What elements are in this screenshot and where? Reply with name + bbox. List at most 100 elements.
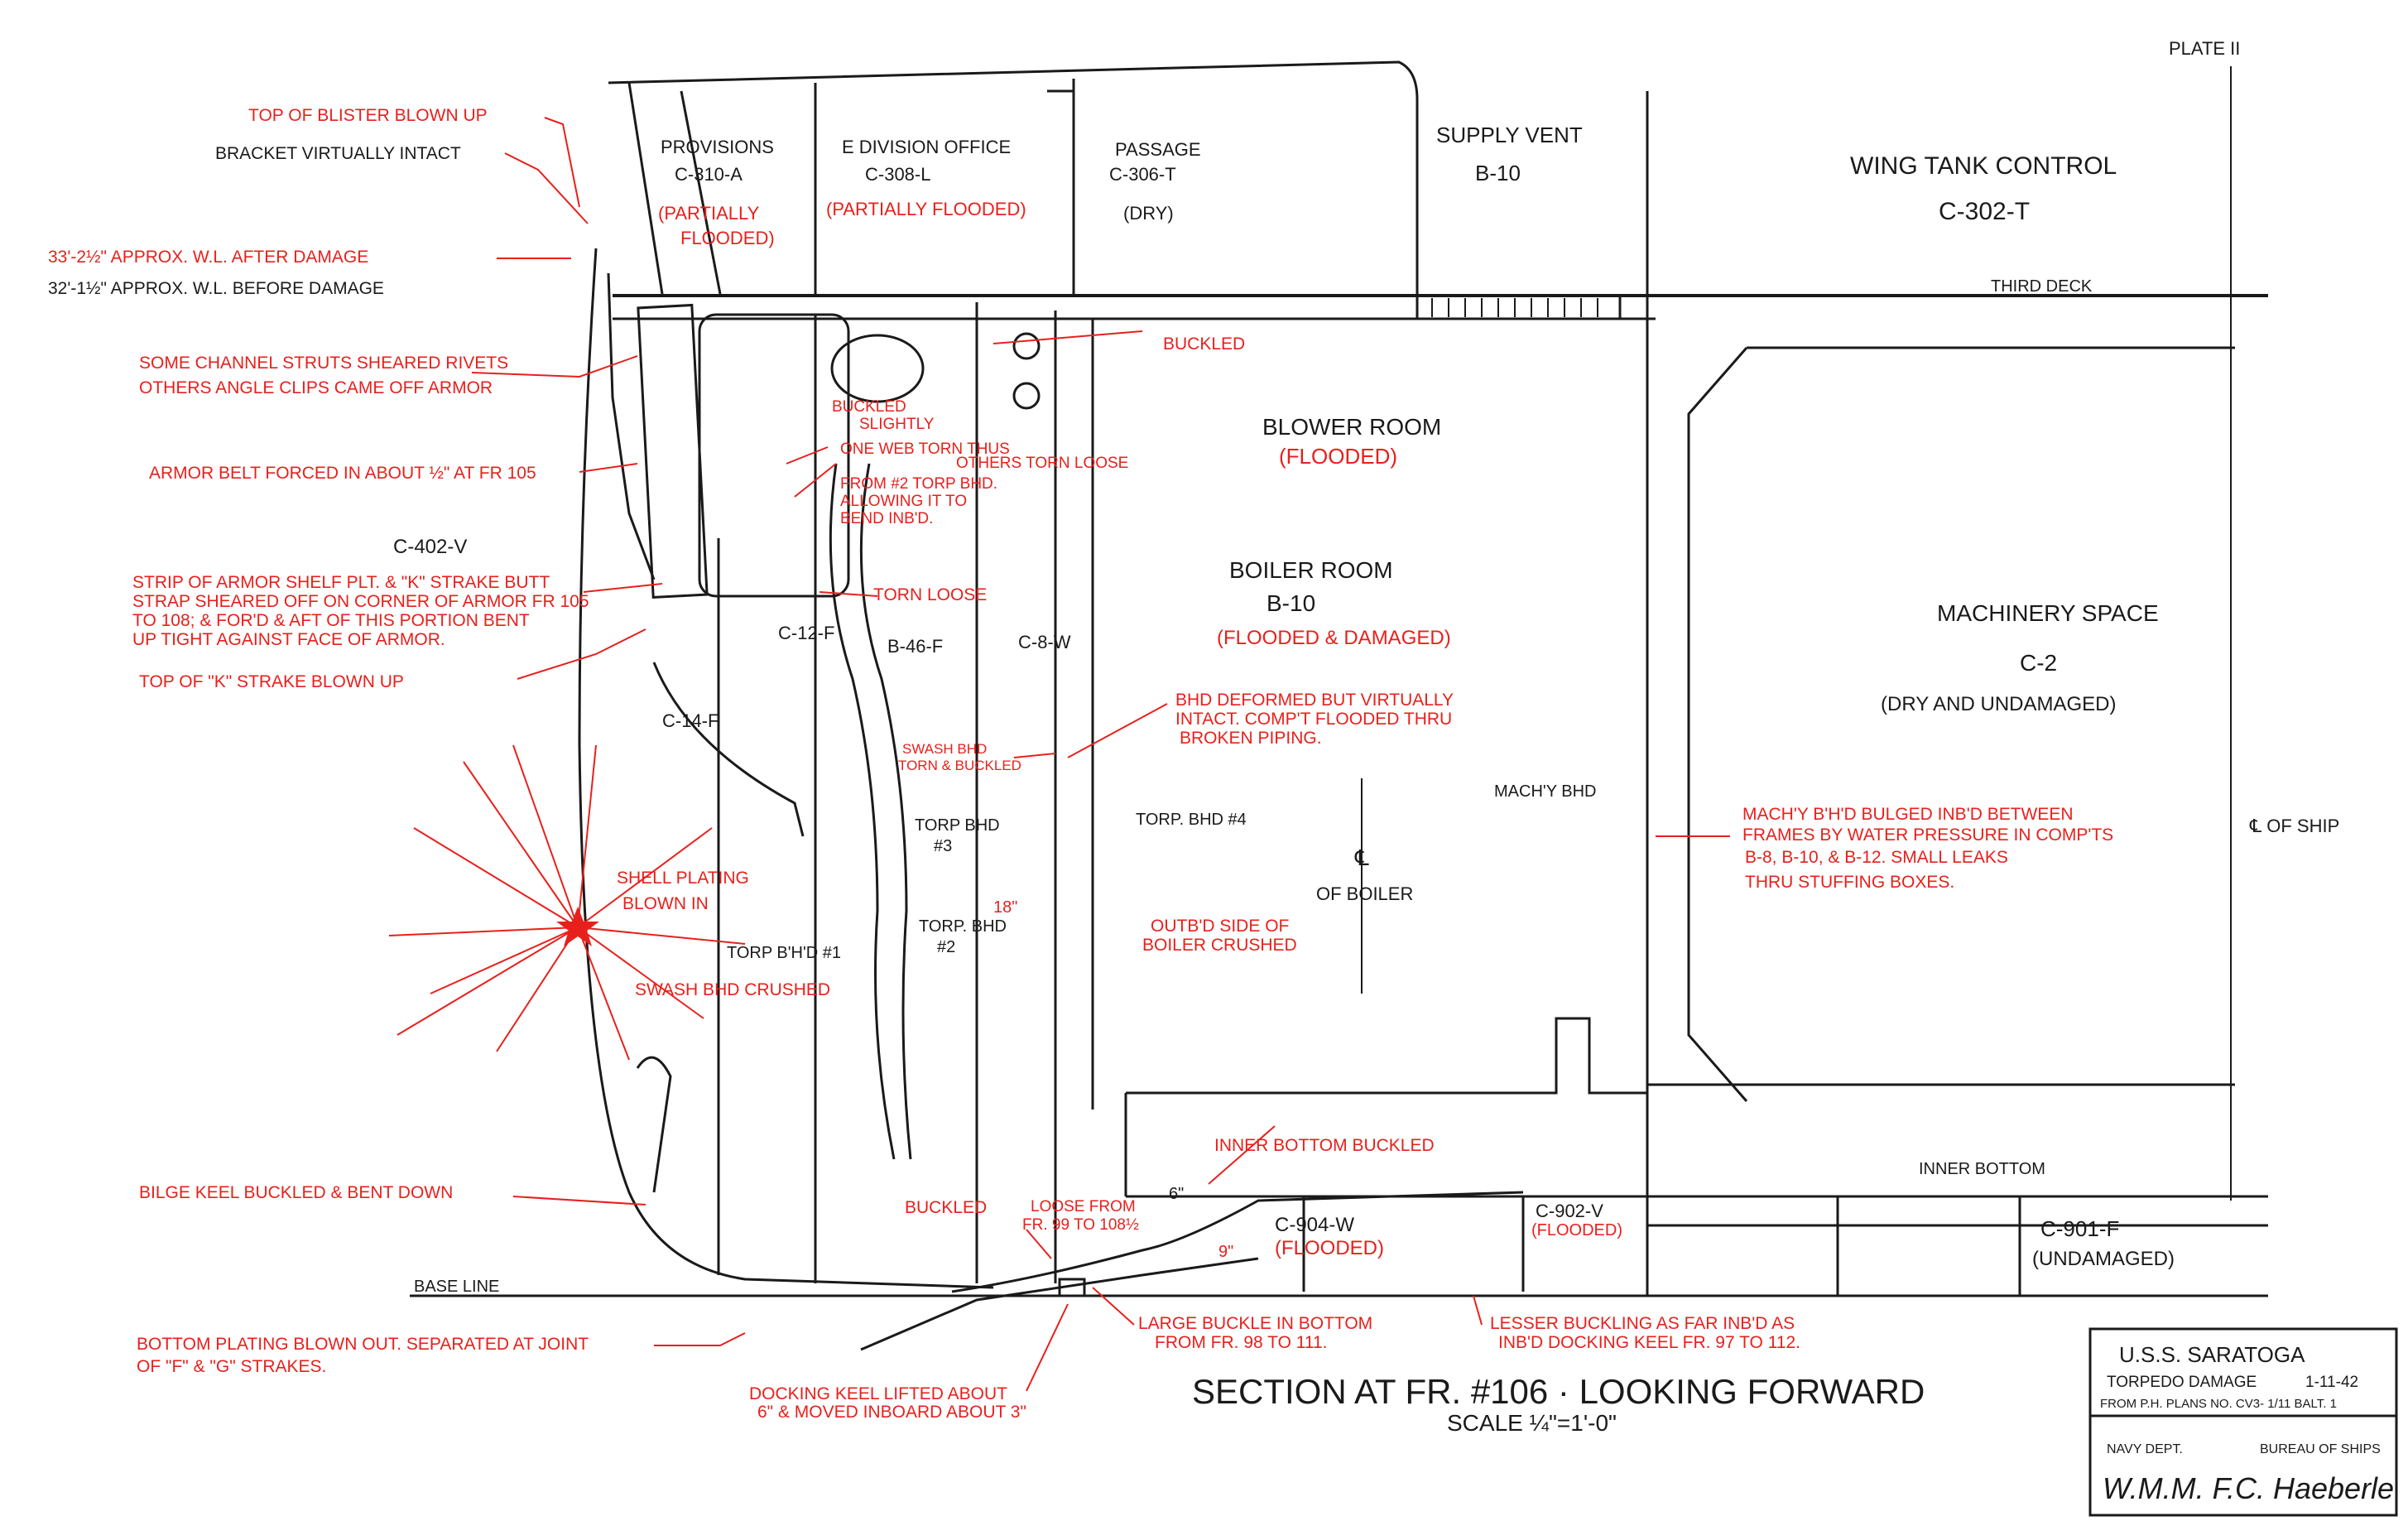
- dim-6-label: 6": [1169, 1185, 1184, 1203]
- c12-label: C-12-F: [778, 623, 834, 643]
- note-web-2: OTHERS TORN LOOSE: [956, 455, 1128, 472]
- c14-label: C-14-F: [662, 710, 719, 731]
- hull-structure: [410, 60, 2398, 1517]
- dim-9-label: 9": [1218, 1243, 1233, 1261]
- inner-bottom-label: INNER BOTTOM: [1919, 1160, 2045, 1178]
- note-shell-1: SHELL PLATING: [617, 869, 749, 888]
- title-block-ship: U.S.S. SARATOGA: [2119, 1342, 2305, 1367]
- e-division-name: E DIVISION OFFICE: [842, 137, 1011, 157]
- note-swash-crushed: SWASH BHD CRUSHED: [635, 980, 830, 999]
- note-bhd-deformed-2: INTACT. COMP'T FLOODED THRU: [1175, 710, 1452, 729]
- note-bottom-1: BOTTOM PLATING BLOWN OUT. SEPARATED AT J…: [137, 1335, 589, 1354]
- note-torn-loose: TORN LOOSE: [873, 585, 987, 604]
- torp-bhd-2-label-b: #2: [937, 938, 955, 956]
- note-docking-2: 6" & MOVED INBOARD ABOUT 3": [757, 1403, 1026, 1422]
- note-lesser-1: LESSER BUCKLING AS FAR INB'D AS: [1490, 1314, 1795, 1333]
- torpedo-impact-star: [556, 907, 599, 946]
- provisions-name: PROVISIONS: [661, 137, 774, 157]
- c902-status: (FLOODED): [1531, 1221, 1622, 1239]
- note-bhd-deformed-3: BROKEN PIPING.: [1180, 729, 1322, 748]
- note-buckled-slightly-1: BUCKLED: [832, 398, 906, 416]
- passage-name: PASSAGE: [1115, 139, 1201, 160]
- structure-labels: THIRD DECK INNER BOTTOM BASE LINE MACH'Y…: [414, 277, 2339, 1296]
- b46-label: B-46-F: [887, 636, 943, 657]
- provisions-status-1: (PARTIALLY: [658, 203, 760, 224]
- drawing-title: SECTION AT FR. #106 · LOOKING FORWARD: [1192, 1372, 1925, 1411]
- c904-id: C-904-W: [1275, 1214, 1354, 1236]
- title-block-date: 1-11-42: [2305, 1374, 2358, 1391]
- base-line-label: BASE LINE: [414, 1278, 499, 1296]
- note-inner-buckled: INNER BOTTOM BUCKLED: [1214, 1136, 1435, 1155]
- note-web-1: ONE WEB TORN THUS: [840, 440, 1010, 458]
- note-web-3: FROM #2 TORP BHD.: [840, 475, 997, 493]
- provisions-id: C-310-A: [675, 164, 743, 185]
- note-wl-before: 32'-1½" APPROX. W.L. BEFORE DAMAGE: [48, 279, 384, 298]
- note-bracket: BRACKET VIRTUALLY INTACT: [215, 144, 461, 163]
- wing-tank-id: C-302-T: [1939, 198, 2030, 225]
- note-struts-1: SOME CHANNEL STRUTS SHEARED RIVETS: [139, 354, 508, 373]
- title-block: U.S.S. SARATOGA TORPEDO DAMAGE 1-11-42 F…: [2100, 1342, 2394, 1505]
- title-block-dept: NAVY DEPT.: [2107, 1442, 2183, 1456]
- torpedo-hit-burst: [388, 744, 746, 1061]
- supply-vent-name: SUPPLY VENT: [1436, 123, 1583, 147]
- third-deck-label: THIRD DECK: [1991, 277, 2093, 296]
- note-buckled-top: BUCKLED: [1163, 335, 1245, 354]
- e-division-status: (PARTIALLY FLOODED): [826, 199, 1026, 219]
- title-block-signature: W.M.M. F.C. Haeberle: [2103, 1471, 2394, 1505]
- note-large-1: LARGE BUCKLE IN BOTTOM: [1138, 1314, 1372, 1333]
- blower-room-status: (FLOODED): [1279, 444, 1397, 469]
- note-bilge: BILGE KEEL BUCKLED & BENT DOWN: [139, 1183, 453, 1202]
- torp-bhd-2-label-a: TORP. BHD: [919, 917, 1007, 936]
- plate-number: PLATE II: [2169, 38, 2240, 59]
- damage-notes: TOP OF BLISTER BLOWN UP BRACKET VIRTUALL…: [48, 106, 2113, 1422]
- machinery-space-status: (DRY AND UNDAMAGED): [1881, 693, 2116, 715]
- boiler-room-status: (FLOODED & DAMAGED): [1217, 627, 1451, 649]
- note-wl-after: 33'-2½" APPROX. W.L. AFTER DAMAGE: [48, 248, 368, 267]
- cl-boiler-symbol: ℄: [1354, 845, 1369, 870]
- torp-bhd-1-label: TORP B'H'D #1: [727, 944, 841, 962]
- note-machy-4: THRU STUFFING BOXES.: [1745, 873, 1954, 892]
- note-docking-1: DOCKING KEEL LIFTED ABOUT: [749, 1384, 1007, 1403]
- provisions-status-2: FLOODED): [680, 228, 775, 248]
- torp-bhd-3-label-a: TORP BHD: [915, 816, 1000, 835]
- torp-bhd-4-label: TORP. BHD #4: [1136, 811, 1247, 829]
- note-strip-4: UP TIGHT AGAINST FACE OF ARMOR.: [132, 630, 445, 649]
- torp-bhd-3-label-b: #3: [934, 837, 952, 855]
- note-bhd-deformed-1: BHD DEFORMED BUT VIRTUALLY: [1175, 691, 1454, 710]
- e-division-id: C-308-L: [865, 164, 930, 185]
- note-machy-1: MACH'Y B'H'D BULGED INB'D BETWEEN: [1742, 805, 2074, 824]
- c904-status: (FLOODED): [1275, 1237, 1384, 1259]
- machy-bhd-label: MACH'Y BHD: [1494, 782, 1596, 801]
- blower-room-name: BLOWER ROOM: [1262, 414, 1441, 440]
- note-strip-1: STRIP OF ARMOR SHELF PLT. & "K" STRAKE B…: [132, 573, 550, 592]
- note-strip-3: TO 108; & FOR'D & AFT OF THIS PORTION BE…: [132, 611, 530, 630]
- supply-vent-grille: [1431, 298, 1598, 317]
- note-shell-2: BLOWN IN: [622, 894, 709, 913]
- c901-id: C-901-F: [2040, 1216, 2119, 1241]
- compartment-labels: PROVISIONS C-310-A (PARTIALLY FLOODED) E…: [393, 123, 2175, 1270]
- note-swash-torn-1: SWASH BHD: [902, 741, 987, 757]
- note-buckled-bottom: BUCKLED: [905, 1198, 987, 1217]
- title-block-subject: TORPEDO DAMAGE: [2107, 1374, 2257, 1391]
- boiler-room-name: BOILER ROOM: [1229, 557, 1393, 583]
- note-machy-2: FRAMES BY WATER PRESSURE IN COMP'TS: [1742, 825, 2113, 845]
- dim-18-label: 18": [993, 898, 1017, 917]
- machinery-space-name: MACHINERY SPACE: [1937, 600, 2159, 626]
- note-large-2: FROM FR. 98 TO 111.: [1155, 1333, 1328, 1352]
- note-buckled-slightly-2: SLIGHTLY: [859, 416, 935, 433]
- c902-id: C-902-V: [1536, 1201, 1603, 1221]
- note-outbd-2: BOILER CRUSHED: [1142, 936, 1297, 955]
- cl-ship-label: ℄ OF SHIP: [2249, 816, 2339, 836]
- note-bottom-2: OF "F" & "G" STRAKES.: [137, 1357, 326, 1376]
- machinery-space-id: C-2: [2020, 650, 2057, 676]
- note-web-4: ALLOWING IT TO: [840, 493, 967, 510]
- note-loose-2: FR. 99 TO 108½: [1022, 1216, 1139, 1234]
- note-armor-belt: ARMOR BELT FORCED IN ABOUT ½" AT FR 105: [149, 464, 536, 483]
- note-lesser-2: INB'D DOCKING KEEL FR. 97 TO 112.: [1498, 1333, 1800, 1352]
- note-loose-1: LOOSE FROM: [1031, 1198, 1136, 1215]
- note-struts-2: OTHERS ANGLE CLIPS CAME OFF ARMOR: [139, 378, 493, 397]
- c402-label: C-402-V: [393, 536, 467, 558]
- center-lines: [1361, 66, 2232, 1201]
- note-outbd-1: OUTB'D SIDE OF: [1151, 917, 1289, 936]
